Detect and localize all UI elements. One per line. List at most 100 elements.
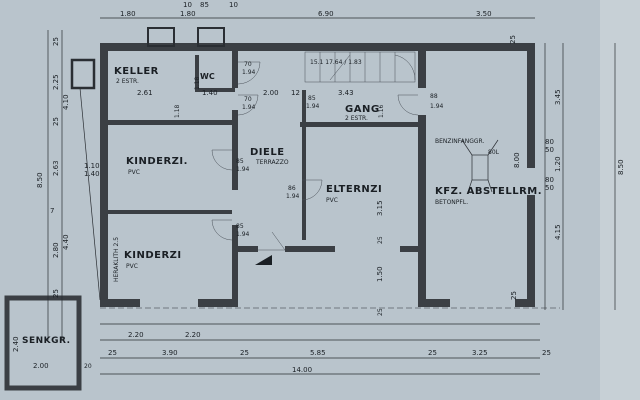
room-gang-floor: 2 ESTR. [345, 115, 368, 122]
dim-left: 25 [52, 289, 60, 298]
dim-left: 25 [52, 37, 60, 46]
door-dim: 85 [236, 223, 244, 230]
shaft-box [70, 58, 96, 90]
room-elternzi: ELTERNZI [326, 184, 382, 195]
interior-dim: 25 [377, 308, 384, 316]
door-dim: 1.94 [286, 193, 300, 200]
interior-dim: 1.18 [194, 76, 201, 90]
room-keller: KELLER [114, 66, 159, 77]
dim-senkgr-width: 2.00 [33, 362, 49, 370]
room-garage: KFZ. ABSTELLRM. [435, 186, 542, 197]
fuel-trap-label: BENZINFANGGR. [435, 138, 485, 145]
paper-edge [600, 0, 640, 400]
dim-left-inner: 4.10 [62, 94, 70, 110]
dim-left: 7 [50, 207, 54, 215]
dim-bottom: 25 [542, 349, 551, 357]
interior-dim: 1.16 [378, 104, 385, 118]
room-gang: GANG [345, 104, 380, 115]
dim-right: 80 [545, 138, 554, 146]
dim-right: 1.20 [554, 156, 562, 172]
dim-bottom-total: 14.00 [292, 366, 312, 374]
dim-left: 2.25 [52, 74, 60, 90]
dim-bottom: 3.25 [472, 349, 488, 357]
dimension-lines [47, 17, 616, 375]
dim-bottom: 5.85 [310, 349, 326, 357]
dim-top: 10 [183, 1, 192, 9]
room-kinderzi-1-floor: PVC [128, 169, 140, 176]
room-garage-floor: BETONPFL. [435, 199, 468, 206]
dim-top: 6.90 [318, 10, 334, 18]
stair-note: 15.1 17.64 / 1.83 [310, 59, 362, 66]
room-kinderzi-1: KINDERZI. [126, 156, 188, 167]
room-keller-floor: 2 ESTR. [116, 78, 139, 85]
dim-left-inner: 1.40 [84, 170, 100, 178]
door-dim: 1.94 [236, 231, 250, 238]
door-dim: 70 [244, 96, 252, 103]
dim-left: 2.80 [52, 242, 60, 258]
door-dim: 1.94 [242, 69, 256, 76]
dim-senkgr-height: 2.40 [12, 336, 20, 352]
dim-bottom: 25 [108, 349, 117, 357]
interior-dim: 2.00 [263, 89, 279, 97]
dim-left: 2.63 [52, 160, 60, 176]
interior-dim: 3.43 [338, 89, 354, 97]
walls [100, 43, 535, 307]
room-elternzi-floor: PVC [326, 197, 338, 204]
dim-bottom: 25 [240, 349, 249, 357]
chimney-left [147, 27, 175, 47]
interior-dim: 1.40 [202, 89, 218, 97]
interior-dim: 8.00 [513, 152, 521, 168]
dim-bottom: 3.90 [162, 349, 178, 357]
dim-bottom: 25 [428, 349, 437, 357]
wall-note: HERAKLITH 2.5 [113, 237, 120, 282]
dim-bottom: 2.20 [185, 331, 201, 339]
dim-left-inner: 4.40 [62, 234, 70, 250]
chimney-right [197, 27, 225, 47]
room-senkgr: SENKGR. [22, 336, 71, 346]
dim-top: 3.50 [476, 10, 492, 18]
door-dim: 1.94 [430, 103, 444, 110]
dim-left-total: 8.50 [36, 172, 44, 188]
dim-top: 1.80 [120, 10, 136, 18]
room-diele-floor: TERRAZZO [255, 159, 289, 166]
room-kinderzi-2: KINDERZI [124, 250, 182, 261]
dim-left: 25 [52, 117, 60, 126]
room-diele: DIELE [250, 147, 285, 158]
interior-dim: 1.50 [376, 266, 384, 282]
door-dim: 70 [244, 61, 252, 68]
dim-right: 25 [510, 291, 518, 300]
dim-top: 85 [200, 1, 209, 9]
dim-right: 50 [545, 146, 554, 154]
dim-keller: 2.61 [137, 89, 153, 97]
dim-right: 25 [509, 35, 517, 44]
door-dim: 85 [236, 158, 244, 165]
dim-right: 4.15 [554, 224, 562, 240]
dim-left-inner: 1.10 [84, 162, 100, 170]
fuel-trap-symbol [461, 139, 499, 193]
room-wc: WC [200, 72, 215, 81]
door-dim: 85 [308, 95, 316, 102]
door-dim: 1.94 [236, 166, 250, 173]
door-dim: 88 [430, 93, 438, 100]
room-kinderzi-2-floor: PVC [126, 263, 138, 270]
interior-dim: 1.18 [174, 104, 181, 118]
door-dim: 86 [288, 185, 296, 192]
dim-bottom: 2.20 [128, 331, 144, 339]
dim-right: 50 [545, 184, 554, 192]
dim-right-total: 8.50 [617, 159, 625, 175]
dim-right: 3.45 [554, 89, 562, 105]
dim-top: 1.80 [180, 10, 196, 18]
dim-right: 80 [545, 176, 554, 184]
interior-dim: 25 [377, 236, 384, 244]
staircase [304, 51, 416, 83]
dim-top: 10 [229, 1, 238, 9]
door-dim: 1.94 [242, 104, 256, 111]
interior-dim: 12 [291, 89, 300, 97]
fuel-trap-volume: 80L [488, 149, 500, 156]
entry-arrow-icon [255, 255, 272, 265]
door-dim: 1.94 [306, 103, 320, 110]
septic-tank [4, 295, 82, 391]
door-swings [211, 61, 419, 251]
interior-dim: 3.15 [376, 200, 384, 216]
